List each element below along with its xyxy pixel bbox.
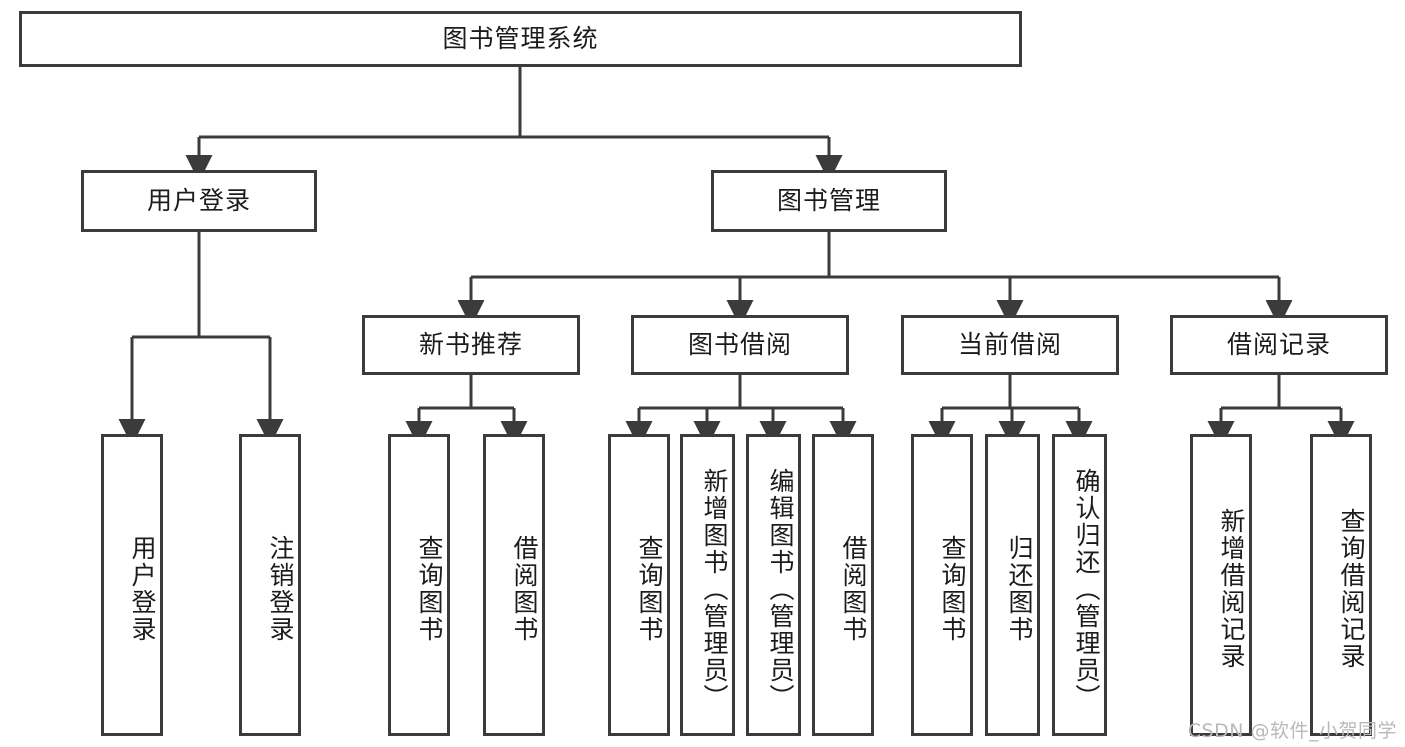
leaf-label: 借阅图书: [839, 535, 868, 643]
node-borrow-record[interactable]: 借阅记录: [1170, 315, 1388, 375]
leaf-label: 新增借阅记录: [1217, 508, 1246, 670]
node-leaf-user-login[interactable]: 用户登录: [101, 434, 163, 736]
leaf-label: 新增图书（管理员）: [700, 467, 729, 711]
node-new-book-recommend[interactable]: 新书推荐: [362, 315, 580, 375]
node-root-system[interactable]: 图书管理系统: [19, 11, 1022, 67]
node-book-manage[interactable]: 图书管理: [711, 170, 947, 232]
leaf-label: 查询图书: [635, 535, 664, 643]
node-leaf-add-book-admin[interactable]: 新增图书（管理员）: [680, 434, 735, 736]
node-leaf-edit-book-admin[interactable]: 编辑图书（管理员）: [746, 434, 801, 736]
node-leaf-borrow-book-recommend[interactable]: 借阅图书: [483, 434, 545, 736]
node-current-borrow[interactable]: 当前借阅: [901, 315, 1119, 375]
node-leaf-confirm-return-admin[interactable]: 确认归还（管理员）: [1052, 434, 1107, 736]
node-leaf-borrow-book[interactable]: 借阅图书: [812, 434, 874, 736]
leaf-label: 编辑图书（管理员）: [766, 467, 795, 711]
leaf-label: 查询图书: [938, 535, 967, 643]
leaf-label: 查询借阅记录: [1337, 508, 1366, 670]
node-leaf-add-borrow-record[interactable]: 新增借阅记录: [1190, 434, 1252, 736]
node-leaf-logout[interactable]: 注销登录: [239, 434, 301, 736]
leaf-label: 用户登录: [128, 535, 157, 643]
leaf-label: 查询图书: [415, 535, 444, 643]
watermark-text: CSDN @软件_小贺同学: [1187, 720, 1397, 742]
node-leaf-return-book[interactable]: 归还图书: [985, 434, 1040, 736]
node-leaf-query-borrow-record[interactable]: 查询借阅记录: [1310, 434, 1372, 736]
node-book-borrow[interactable]: 图书借阅: [631, 315, 849, 375]
leaf-label: 归还图书: [1005, 535, 1034, 643]
leaf-label: 借阅图书: [510, 535, 539, 643]
node-user-login[interactable]: 用户登录: [81, 170, 317, 232]
leaf-label: 确认归还（管理员）: [1072, 467, 1101, 711]
node-leaf-query-book-borrow[interactable]: 查询图书: [608, 434, 670, 736]
node-leaf-query-book-current[interactable]: 查询图书: [911, 434, 973, 736]
node-leaf-query-book-recommend[interactable]: 查询图书: [388, 434, 450, 736]
leaf-label: 注销登录: [266, 535, 295, 643]
